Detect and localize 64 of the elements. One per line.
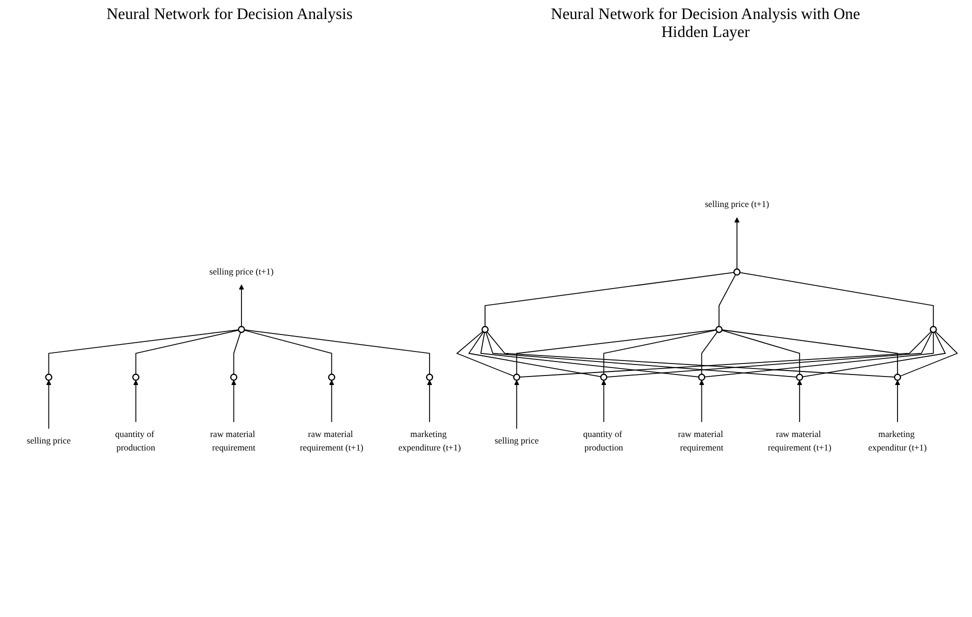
node-text: selling price (494, 436, 539, 446)
node-text: raw material requirement (t+1) (768, 430, 832, 453)
connector (701, 331, 718, 375)
panel-heading: Neural Network for Decision Analysis with One Hidden Layer (550, 6, 862, 42)
arrow (699, 380, 704, 422)
node-circle (328, 374, 336, 381)
connector (486, 332, 798, 378)
node-text: raw material requirement (210, 430, 256, 453)
arrow (894, 380, 900, 422)
connector (48, 329, 239, 375)
connector (722, 329, 898, 375)
node-circle (698, 374, 706, 381)
node-circle (715, 326, 723, 334)
arrow (734, 217, 740, 270)
connector (516, 329, 717, 375)
node-circle (132, 374, 140, 381)
arrow (514, 380, 520, 430)
connector (900, 331, 958, 377)
connector (519, 331, 932, 378)
connector (802, 332, 946, 378)
arrow (46, 380, 52, 430)
connector (721, 330, 800, 375)
connector (244, 329, 430, 375)
node-text: selling price (t+1) (209, 267, 274, 277)
arrow (238, 284, 244, 327)
connector (606, 332, 932, 378)
node-circle (796, 374, 804, 381)
connector (244, 330, 332, 375)
arrow (601, 380, 606, 422)
connector (456, 330, 514, 377)
node-circle (481, 326, 489, 334)
node-circle (230, 374, 238, 381)
node-circle (513, 374, 520, 381)
node-text: quantity of production (115, 430, 156, 453)
connector (704, 332, 934, 378)
node-text: marketing expenditur (t+1) (868, 430, 927, 453)
node-text: marketing expenditure (t+1) (398, 430, 461, 453)
node-text: selling price (26, 436, 71, 446)
connector (603, 330, 717, 375)
node-circle (894, 374, 902, 381)
connector (739, 272, 934, 327)
arrow (426, 380, 432, 422)
arrow (796, 380, 802, 422)
node-text: raw material requirement (t+1) (300, 430, 364, 453)
node-text: raw material requirement (678, 430, 724, 453)
node-text: quantity of production (583, 430, 624, 453)
node-text: selling price (t+1) (704, 200, 770, 210)
node-circle (930, 326, 937, 334)
node-circle (733, 268, 741, 276)
arrow (231, 380, 236, 422)
arrow (329, 380, 334, 422)
arrow (133, 380, 138, 422)
connector (718, 274, 736, 327)
connector (480, 332, 700, 378)
node-circle (45, 374, 52, 381)
connector (468, 332, 602, 378)
connector (135, 330, 239, 375)
connector (484, 272, 734, 327)
node-circle (426, 374, 434, 381)
node-circle (238, 326, 246, 334)
node-circle (600, 374, 608, 381)
panel-heading: Neural Network for Decision Analysis (106, 6, 353, 24)
connector (486, 331, 895, 378)
connector (233, 332, 241, 375)
